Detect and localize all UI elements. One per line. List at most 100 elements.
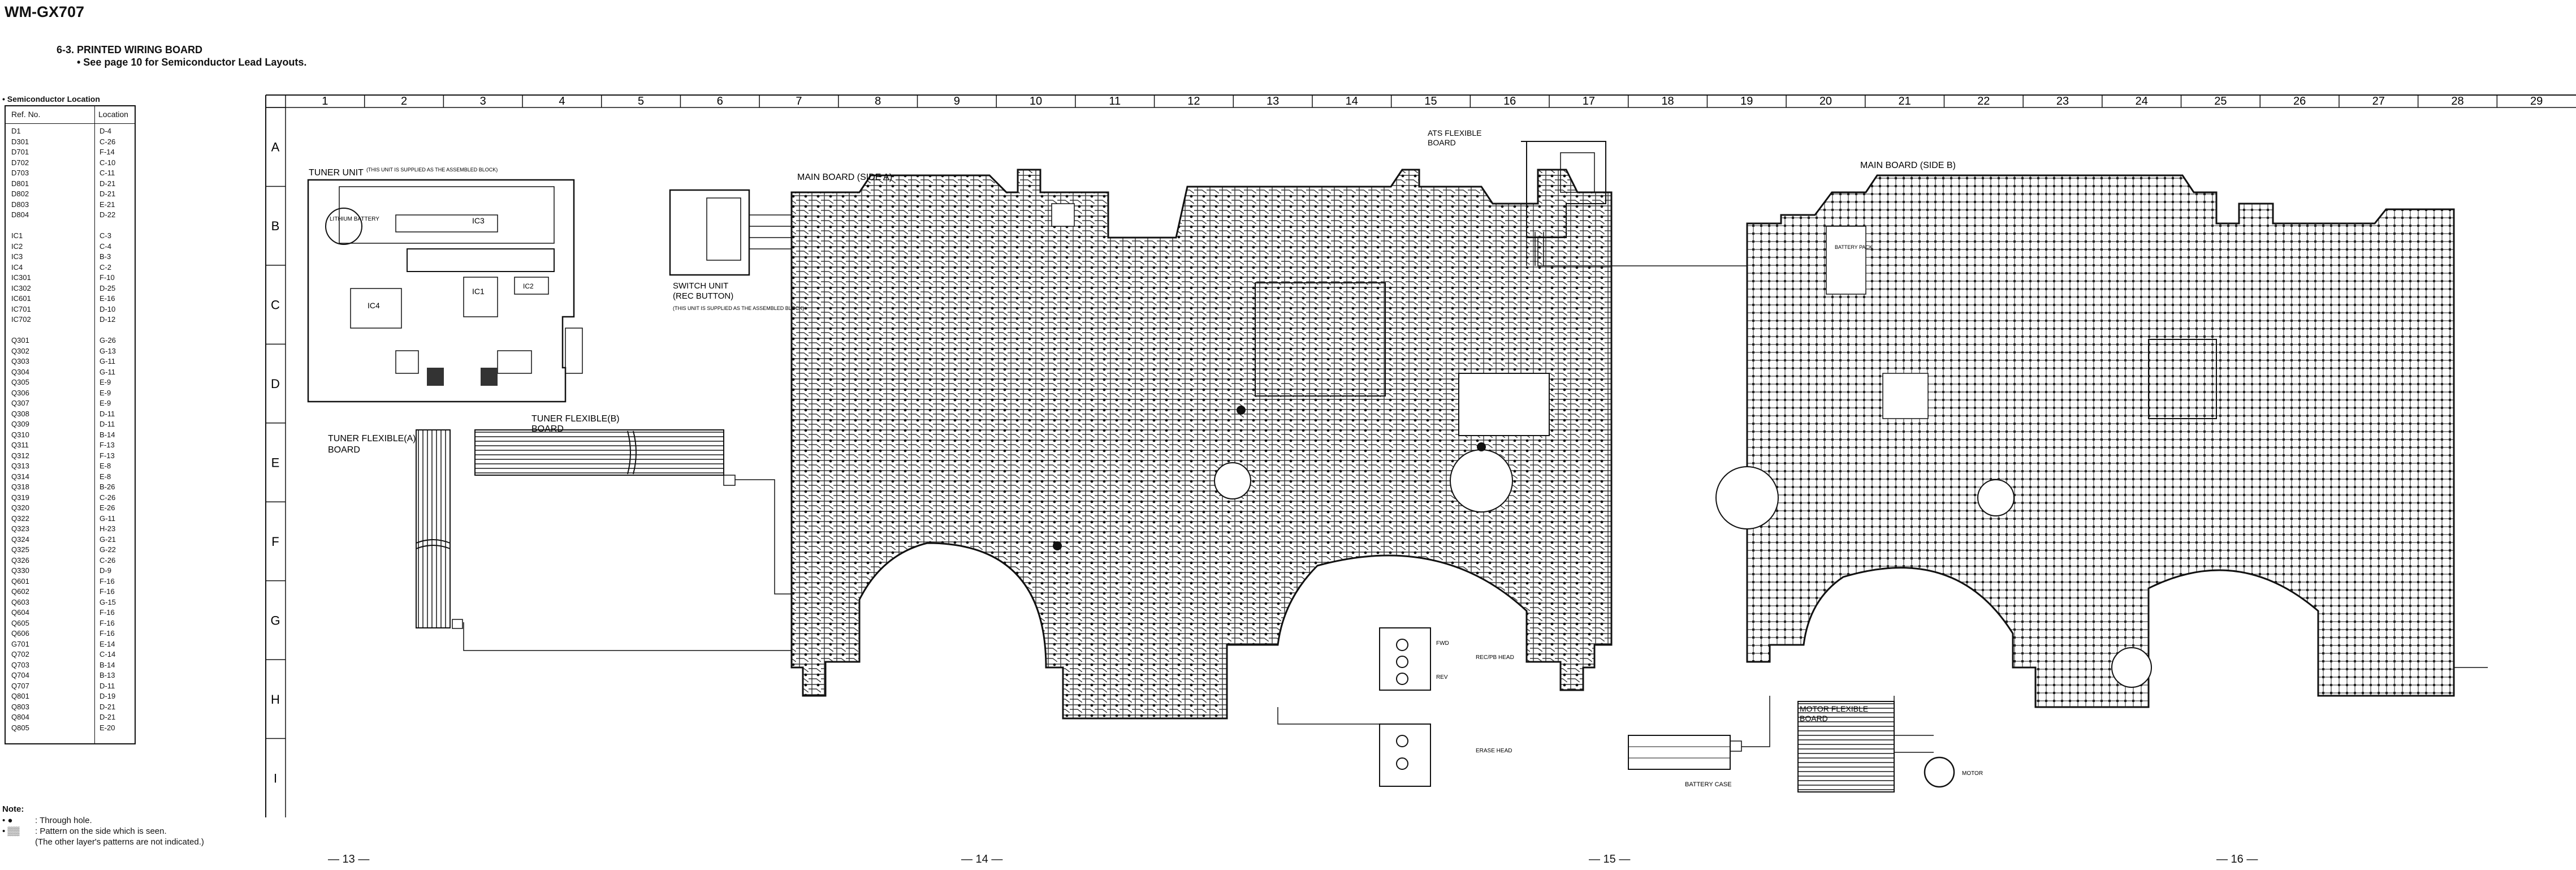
location: C-4 (100, 242, 111, 251)
erase-head: ERASE HEAD (1379, 723, 1512, 787)
row-label: A (271, 140, 280, 154)
ref-number: Q326 (11, 555, 29, 565)
location: F-16 (100, 576, 115, 585)
interconnect-wires (463, 238, 2488, 747)
ref-number: D804 (11, 210, 29, 219)
column-label: 7 (796, 95, 802, 107)
location: D-21 (100, 713, 116, 721)
column-label: 26 (2293, 95, 2306, 107)
column-label: 5 (638, 95, 644, 107)
row-label: F (271, 535, 279, 549)
location: D-22 (100, 210, 116, 219)
location: D-11 (100, 681, 115, 690)
ic2-label: IC2 (523, 282, 534, 290)
ref-number: IC3 (11, 252, 23, 261)
tuner-flexible-a-board: TUNER FLEXIBLE(A) BOARD (328, 429, 463, 629)
column-label: 27 (2372, 95, 2385, 107)
location: B-26 (100, 483, 115, 491)
page-number-16: — 16 — (2216, 853, 2258, 865)
ats-flex-label: ATS FLEXIBLE (1428, 128, 1481, 137)
location: D-9 (100, 566, 111, 575)
ref-number: Q704 (11, 671, 29, 679)
column-label: 13 (1267, 95, 1279, 107)
ref-number: Q805 (11, 723, 29, 732)
column-label: 23 (2056, 95, 2069, 107)
semiconductor-location-title: • Semiconductor Location (2, 94, 100, 104)
location: G-26 (100, 336, 116, 344)
column-label: 15 (1424, 95, 1437, 107)
row-label: G (270, 613, 280, 627)
ref-number: IC701 (11, 304, 31, 313)
location: C-11 (100, 169, 115, 177)
location: G-11 (100, 367, 115, 376)
main-side-b-label: MAIN BOARD (SIDE B) (1860, 161, 1956, 170)
tuner-unit-label: TUNER UNIT (309, 168, 364, 178)
main-board-side-a: MAIN BOARD (SIDE A) (790, 169, 1613, 720)
row-label: E (271, 456, 280, 470)
ref-number: Q801 (11, 692, 29, 700)
ref-number: Q702 (11, 650, 29, 658)
battery-case: BATTERY CASE (1628, 735, 1742, 788)
location: F-16 (100, 587, 115, 596)
location: G-13 (100, 346, 116, 355)
location: D-11 (100, 420, 115, 428)
column-label: 2 (401, 95, 407, 107)
table-row: D804 D-22 (6, 210, 135, 221)
motor-flex-label: MOTOR FLEXIBLE (1800, 704, 1868, 713)
location: D-19 (100, 692, 116, 700)
tuner-flex-a-label: TUNER FLEXIBLE(A) (328, 434, 416, 443)
battery-case-label: BATTERY CASE (1685, 781, 1732, 788)
location: D-11 (100, 409, 115, 418)
switch-unit-rec-label: (REC BUTTON) (673, 291, 733, 301)
tuner-unit-note: (THIS UNIT IS SUPPLIED AS THE ASSEMBLED … (366, 167, 498, 173)
section-subtitle: • See page 10 for Semiconductor Lead Lay… (77, 57, 307, 68)
ref-number: Q310 (11, 430, 29, 439)
ref-number: Q308 (11, 409, 29, 418)
ref-number: D703 (11, 169, 29, 177)
note-symbol: • ● (2, 816, 13, 825)
row-label: I (274, 771, 277, 785)
location: F-16 (100, 629, 115, 638)
ref-number: Q603 (11, 597, 29, 606)
grid-frame (265, 94, 2576, 817)
table-divider (94, 106, 95, 743)
column-label: 20 (1819, 95, 1832, 107)
location: E-21 (100, 200, 115, 209)
ref-header: Ref. No. (11, 110, 41, 119)
column-label: 29 (2530, 95, 2543, 107)
location: F-14 (100, 148, 115, 156)
location: D-21 (100, 702, 116, 711)
location: E-8 (100, 462, 111, 470)
column-label: 6 (717, 95, 723, 107)
location: G-11 (100, 357, 115, 365)
column-label: 21 (1899, 95, 1911, 107)
ref-number: Q703 (11, 660, 29, 669)
page-number-15: — 15 — (1589, 853, 1631, 865)
location: E-9 (100, 378, 111, 386)
column-label: 4 (559, 95, 565, 107)
location: C-26 (100, 493, 116, 502)
location: E-14 (100, 639, 115, 648)
